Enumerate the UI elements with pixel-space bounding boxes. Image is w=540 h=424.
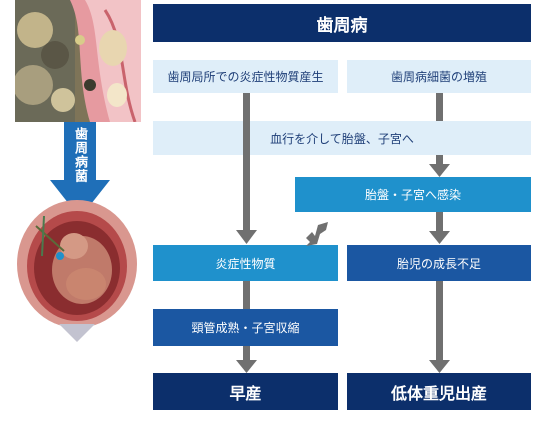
- cause-local-inflammation-text: 歯周局所での炎症性物質産生: [167, 70, 324, 84]
- uterus-illustration: [14, 196, 140, 342]
- left-arrow3-shaft: [243, 346, 250, 361]
- result-low-birthweight: 低体重児出産: [347, 373, 531, 410]
- left-arrow-head: [236, 230, 257, 244]
- diagram-title-text: 歯周病: [316, 15, 368, 36]
- cervix-box: 頸管成熟・子宮収縮: [153, 309, 338, 346]
- result-low-birthweight-text: 低体重児出産: [390, 383, 487, 403]
- right-arrow4-head: [429, 360, 450, 373]
- diagonal-arrow: [306, 222, 328, 246]
- cause-bacteria-growth-text: 歯周病細菌の増殖: [390, 70, 487, 84]
- bloodstream-text: 血行を介して胎盤、子宮へ: [270, 131, 414, 146]
- result-preterm: 早産: [153, 373, 338, 410]
- infection-box: 胎盤・子宮へ感染: [295, 177, 531, 212]
- left-arrow-shaft: [243, 93, 250, 231]
- down-arrow: [50, 122, 110, 218]
- right-arrow3-shaft: [436, 212, 443, 232]
- cause-bacteria-growth: 歯周病細菌の増殖: [347, 60, 531, 93]
- result-preterm-text: 早産: [229, 383, 262, 403]
- bloodstream-box: 血行を介して胎盤、子宮へ: [153, 121, 531, 155]
- infection-text: 胎盤・子宮へ感染: [364, 188, 461, 202]
- gum-illustration: [15, 0, 141, 122]
- left-arrow2-shaft: [243, 281, 250, 309]
- right-arrow2-shaft: [436, 155, 443, 165]
- right-arrow1-shaft: [436, 93, 443, 121]
- growth-text: 胎児の成長不足: [396, 256, 481, 271]
- cause-local-inflammation: 歯周局所での炎症性物質産生: [153, 60, 338, 93]
- diagram-title: 歯周病: [153, 4, 531, 42]
- right-arrow2-head: [429, 164, 450, 177]
- right-arrow3-head: [429, 231, 450, 244]
- right-arrow4-shaft: [436, 281, 443, 361]
- cervix-text: 頸管成熟・子宮収縮: [191, 321, 300, 335]
- inflammatory-box: 炎症性物質: [153, 245, 338, 281]
- growth-box: 胎児の成長不足: [347, 245, 531, 281]
- inflammatory-text: 炎症性物質: [215, 256, 276, 271]
- arrow-label: 歯周病菌: [72, 127, 87, 183]
- left-arrow3-head: [236, 360, 257, 373]
